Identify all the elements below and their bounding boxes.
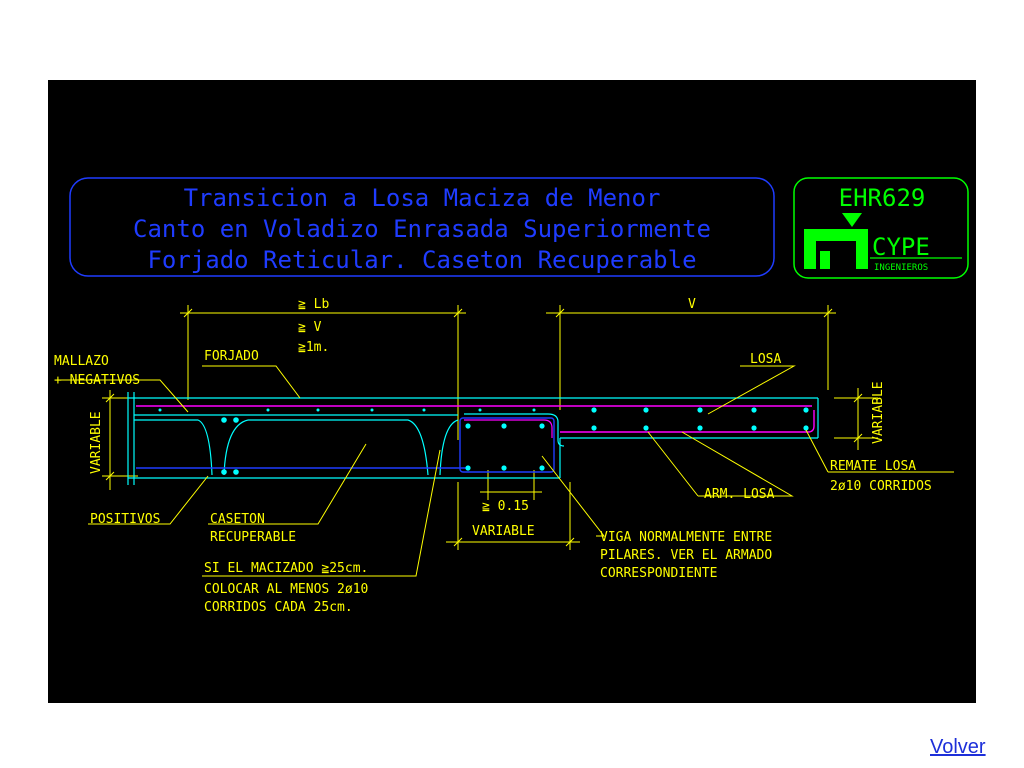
leader-lines — [56, 365, 954, 577]
dim-variable-right: VARIABLE — [871, 381, 886, 444]
dim-v: V — [688, 297, 696, 312]
label-arm-losa: ARM. LOSA — [704, 487, 775, 502]
title-line-2: Canto en Voladizo Enrasada Superiormente — [133, 215, 711, 243]
dimension-lines — [102, 305, 878, 550]
label-losa: LOSA — [750, 352, 781, 367]
dim-variable-left: VARIABLE — [89, 411, 104, 474]
label-viga-2: PILARES. VER EL ARMADO — [600, 548, 772, 563]
rebar — [136, 405, 815, 473]
label-forjado: FORJADO — [204, 349, 259, 364]
label-remate-corridos: 2ø10 CORRIDOS — [830, 479, 932, 494]
label-caseton: CASETON — [210, 512, 265, 527]
logo-subbrand: INGENIEROS — [874, 263, 928, 273]
label-remate-losa: REMATE LOSA — [830, 459, 916, 474]
dim-one-m: ≧1m. — [298, 340, 329, 355]
label-mallazo: MALLAZO — [54, 354, 109, 369]
annotation-labels: MALLAZO + NEGATIVOS FORJADO LOSA POSITIV… — [54, 349, 932, 615]
label-negativos: + NEGATIVOS — [54, 373, 140, 388]
rebar-bars — [158, 407, 809, 475]
label-caseton-recuperable: RECUPERABLE — [210, 530, 296, 545]
dim-lb: ≧ Lb — [298, 297, 329, 312]
title-line-3: Forjado Reticular. Caseton Recuperable — [147, 246, 696, 274]
dimension-texts: ≧ Lb ≧ V ≧1m. V ≧ 0.15 VARIABLE VARIABLE… — [89, 297, 886, 539]
label-viga-3: CORRESPONDIENTE — [600, 566, 717, 581]
label-macizado-2: COLOCAR AL MENOS 2ø10 — [204, 582, 368, 597]
cype-logo: EHR629 CYPE INGENIEROS — [793, 177, 969, 279]
title-block: Transicion a Losa Maciza de Menor Canto … — [69, 177, 775, 277]
logo-brand: CYPE — [872, 233, 930, 261]
cad-drawing: Transicion a Losa Maciza de Menor Canto … — [48, 80, 976, 703]
label-macizado-1: SI EL MACIZADO ≧25cm. — [204, 561, 368, 576]
label-macizado-3: CORRIDOS CADA 25cm. — [204, 600, 353, 615]
label-positivos: POSITIVOS — [90, 512, 160, 527]
logo-code: EHR629 — [839, 184, 926, 212]
dim-variable-bottom: VARIABLE — [472, 524, 535, 539]
dim-v-min: ≧ V — [298, 320, 322, 335]
volver-link[interactable]: Volver — [930, 736, 986, 758]
dim-min-015: ≧ 0.15 — [482, 499, 529, 514]
label-viga-1: VIGA NORMALMENTE ENTRE — [600, 530, 772, 545]
title-line-1: Transicion a Losa Maciza de Menor — [184, 184, 661, 212]
cype-logo-mark — [804, 213, 868, 269]
